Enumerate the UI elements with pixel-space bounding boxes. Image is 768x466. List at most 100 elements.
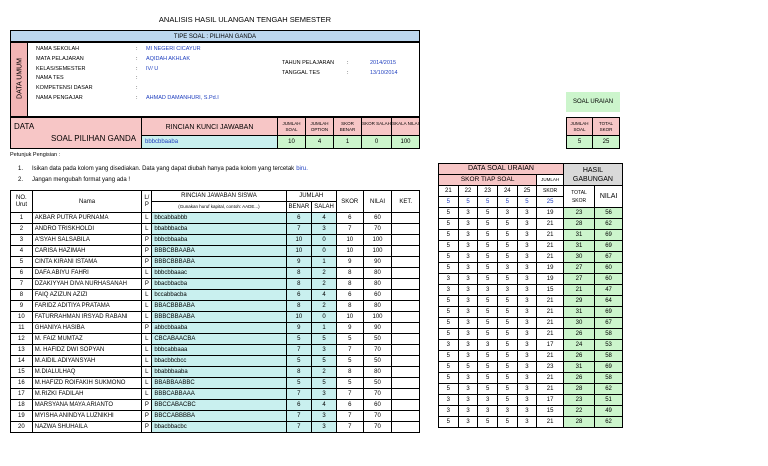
cell-uraian-score[interactable]: 3 — [496, 207, 518, 219]
cell-uraian-score[interactable]: 3 — [477, 284, 498, 296]
cell-uraian-score[interactable]: 3 — [516, 207, 538, 219]
cell-uraian-score[interactable]: 5 — [438, 317, 459, 329]
info-value[interactable]: MI NEGERI CICAYUR — [146, 46, 201, 52]
cell-uraian-score[interactable]: 5 — [438, 251, 459, 263]
cell-uraian-score[interactable]: 3 — [457, 405, 479, 417]
cell-jawaban[interactable]: BBCCABACBC — [151, 399, 287, 411]
cell-uraian-score[interactable]: 5 — [496, 339, 518, 351]
cell-jawaban[interactable]: bbbcbbaaac — [151, 267, 287, 279]
cell-uraian-score[interactable]: 3 — [516, 306, 538, 318]
cell-uraian-score[interactable]: 5 — [438, 229, 459, 241]
cell-uraian-score[interactable]: 5 — [438, 350, 459, 362]
cell-uraian-score[interactable]: 3 — [516, 361, 538, 373]
cell-uraian-score[interactable]: 3 — [516, 262, 538, 274]
cell-uraian-score[interactable]: 3 — [516, 372, 538, 384]
cell-uraian-score[interactable]: 5 — [496, 295, 518, 307]
cell-uraian-score[interactable]: 5 — [477, 361, 498, 373]
cell-jawaban[interactable]: BBBCABBAAA — [151, 388, 287, 400]
cell-uraian-score[interactable]: 3 — [496, 284, 518, 296]
cell-uraian-score[interactable]: 3 — [457, 350, 479, 362]
cell-uraian-score[interactable]: 5 — [477, 317, 498, 329]
cell-uraian-score[interactable]: 3 — [457, 229, 479, 241]
cell-uraian-score[interactable]: 3 — [516, 229, 538, 241]
cell-uraian-score[interactable]: 3 — [457, 372, 479, 384]
cell-jawaban[interactable]: bbabbbaaba — [151, 366, 287, 378]
cell-jawaban[interactable]: bbacbbacba — [151, 278, 287, 290]
cell-uraian-score[interactable]: 3 — [516, 284, 538, 296]
cell-uraian-score[interactable]: 3 — [516, 394, 538, 406]
cell-uraian-score[interactable]: 3 — [477, 405, 498, 417]
cell-uraian-score[interactable]: 3 — [477, 394, 498, 406]
cell-uraian-score[interactable]: 5 — [496, 383, 518, 395]
cell-uraian-score[interactable]: 5 — [477, 416, 498, 428]
cell-jawaban[interactable]: CBCABAACBA — [151, 333, 287, 345]
cell-uraian-score[interactable]: 3 — [516, 218, 538, 230]
cell-uraian-score[interactable]: 3 — [438, 284, 459, 296]
cell-uraian-score[interactable]: 5 — [438, 361, 459, 373]
cell-uraian-score[interactable]: 5 — [438, 218, 459, 230]
cell-uraian-score[interactable]: 5 — [477, 207, 498, 219]
cell-uraian-score[interactable]: 5 — [496, 317, 518, 329]
cell-uraian-score[interactable]: 3 — [457, 284, 479, 296]
cell-jawaban[interactable]: BBBCBBBABA — [151, 256, 287, 268]
cell-jawaban[interactable]: bbacbbacbc — [151, 421, 287, 433]
cell-uraian-score[interactable]: 5 — [496, 218, 518, 230]
cell-uraian-score[interactable]: 5 — [477, 273, 498, 285]
cell-uraian-score[interactable]: 5 — [477, 218, 498, 230]
cell-uraian-score[interactable]: 3 — [438, 339, 459, 351]
cell-uraian-score[interactable]: 5 — [438, 262, 459, 274]
cell-uraian-score[interactable]: 3 — [457, 207, 479, 219]
cell-uraian-score[interactable]: 5 — [438, 383, 459, 395]
cell-uraian-score[interactable]: 3 — [496, 405, 518, 417]
cell-uraian-score[interactable]: 5 — [438, 306, 459, 318]
cell-uraian-score[interactable]: 5 — [438, 328, 459, 340]
cell-jawaban[interactable]: BBBCBBAABA — [151, 245, 287, 257]
cell-uraian-score[interactable]: 5 — [496, 240, 518, 252]
cell-uraian-score[interactable]: 3 — [516, 339, 538, 351]
cell-uraian-score[interactable]: 5 — [477, 251, 498, 263]
cell-uraian-score[interactable]: 3 — [438, 394, 459, 406]
info-value[interactable]: AQIDAH AKHLAK — [146, 55, 191, 62]
cell-uraian-score[interactable]: 3 — [496, 262, 518, 274]
info-value[interactable]: AHMAD DAMANHURI, S.Pd.I — [146, 95, 219, 101]
cell-uraian-score[interactable]: 5 — [496, 416, 518, 428]
cell-jawaban[interactable]: BBABBAABBC — [151, 377, 287, 389]
cell-uraian-score[interactable]: 3 — [457, 306, 479, 318]
cell-uraian-score[interactable]: 5 — [438, 295, 459, 307]
cell-uraian-score[interactable]: 5 — [477, 350, 498, 362]
cell-uraian-score[interactable]: 5 — [438, 372, 459, 384]
cell-jawaban[interactable]: bbbcabbaaa — [151, 344, 287, 356]
cell-uraian-score[interactable]: 5 — [477, 262, 498, 274]
cell-uraian-score[interactable]: 3 — [457, 328, 479, 340]
cell-uraian-score[interactable]: 5 — [457, 361, 479, 373]
cell-uraian-score[interactable]: 5 — [496, 350, 518, 362]
cell-uraian-score[interactable]: 3 — [457, 273, 479, 285]
info-value[interactable]: 13/10/2014 — [370, 69, 398, 76]
cell-uraian-score[interactable]: 5 — [438, 207, 459, 219]
cell-uraian-score[interactable]: 5 — [477, 383, 498, 395]
cell-uraian-score[interactable]: 3 — [457, 317, 479, 329]
cell-uraian-score[interactable]: 5 — [496, 306, 518, 318]
kunci-jawaban-value[interactable]: bbbcbbaaba — [142, 136, 278, 149]
cell-uraian-score[interactable]: 3 — [516, 328, 538, 340]
cell-uraian-score[interactable]: 3 — [516, 383, 538, 395]
cell-uraian-score[interactable]: 5 — [477, 295, 498, 307]
cell-uraian-score[interactable]: 3 — [457, 218, 479, 230]
cell-uraian-score[interactable]: 5 — [496, 361, 518, 373]
cell-jawaban[interactable]: bbbcbbaaba — [151, 234, 287, 246]
cell-uraian-score[interactable]: 3 — [516, 405, 538, 417]
cell-uraian-score[interactable]: 3 — [438, 273, 459, 285]
cell-uraian-score[interactable]: 3 — [516, 317, 538, 329]
cell-uraian-score[interactable]: 5 — [496, 328, 518, 340]
cell-uraian-score[interactable]: 5 — [477, 372, 498, 384]
cell-jawaban[interactable]: BBCCABBBBA — [151, 410, 287, 422]
cell-uraian-score[interactable]: 3 — [516, 416, 538, 428]
cell-uraian-score[interactable]: 3 — [457, 339, 479, 351]
cell-uraian-score[interactable]: 5 — [477, 229, 498, 241]
cell-uraian-score[interactable]: 3 — [457, 262, 479, 274]
cell-jawaban[interactable]: bbacbbcbcc — [151, 355, 287, 367]
cell-uraian-score[interactable]: 3 — [457, 251, 479, 263]
cell-uraian-score[interactable]: 5 — [496, 372, 518, 384]
cell-uraian-score[interactable]: 3 — [516, 350, 538, 362]
cell-uraian-score[interactable]: 5 — [438, 240, 459, 252]
